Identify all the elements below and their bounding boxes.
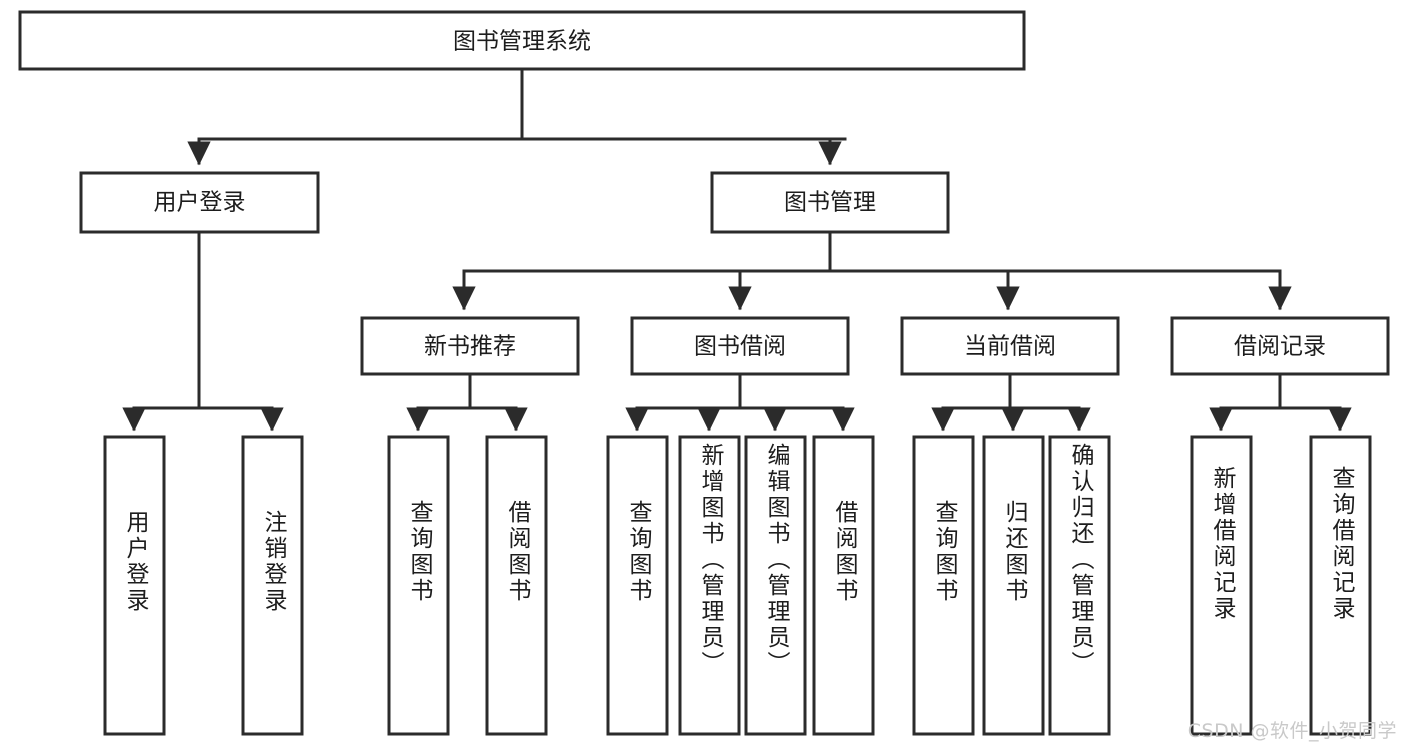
node-current-borrow-rect [900,316,1120,376]
node-root-book-management-system[interactable]: 图书管理系统 [18,10,1026,71]
node-book-management[interactable]: 图书管理 [710,171,950,234]
csdn-watermark: CSDN @软件_小贺同学 [1187,720,1397,742]
node-borrow-record-label: 借阅记录 [1234,334,1326,360]
connector-group-user-login [122,230,284,432]
leaf-rect-user-login[interactable] [103,435,166,736]
leaf-rect-query-book-3[interactable] [912,435,975,736]
leaf-rect-add-book[interactable] [678,435,741,736]
node-new-book-recommend-rect [360,316,580,376]
connector-group-borrow-record [1209,372,1352,432]
connector-group-book-borrow [625,372,855,432]
connector-group-root [187,67,847,166]
node-book-borrow-label: 图书借阅 [694,334,786,360]
leaf-node-group [103,435,1372,736]
leaf-rect-query-book-1[interactable] [387,435,450,736]
node-book-borrow[interactable]: 图书借阅 [630,316,850,376]
node-user-login-rect [79,171,320,234]
leaf-rect-return-book[interactable] [982,435,1045,736]
node-borrow-record[interactable]: 借阅记录 [1170,316,1390,376]
connector-group-book-mgmt [452,230,1292,311]
connector-group-new-book-rec [406,372,528,432]
node-root-rect [18,10,1026,71]
node-borrow-record-rect [1170,316,1390,376]
leaf-rect-add-record[interactable] [1190,435,1253,736]
leaf-rect-confirm-return[interactable] [1048,435,1111,736]
node-book-borrow-rect [630,316,850,376]
leaf-rect-borrow-book-1[interactable] [485,435,548,736]
node-user-login[interactable]: 用户登录 [79,171,320,234]
node-user-login-label: 用户登录 [154,190,246,216]
node-book-management-rect [710,171,950,234]
leaf-rect-borrow-book-2[interactable] [812,435,875,736]
leaf-rect-query-record[interactable] [1309,435,1372,736]
node-new-book-recommend-label: 新书推荐 [424,334,516,360]
node-current-borrow[interactable]: 当前借阅 [900,316,1120,376]
leaf-rect-query-book-2[interactable] [606,435,669,736]
connector-group-current-borrow [931,372,1091,432]
leaf-rect-logout[interactable] [241,435,304,736]
node-current-borrow-label: 当前借阅 [964,334,1056,360]
node-book-management-label: 图书管理 [784,190,876,216]
node-new-book-recommend[interactable]: 新书推荐 [360,316,580,376]
node-root-label: 图书管理系统 [453,29,591,55]
leaf-rect-edit-book[interactable] [744,435,807,736]
